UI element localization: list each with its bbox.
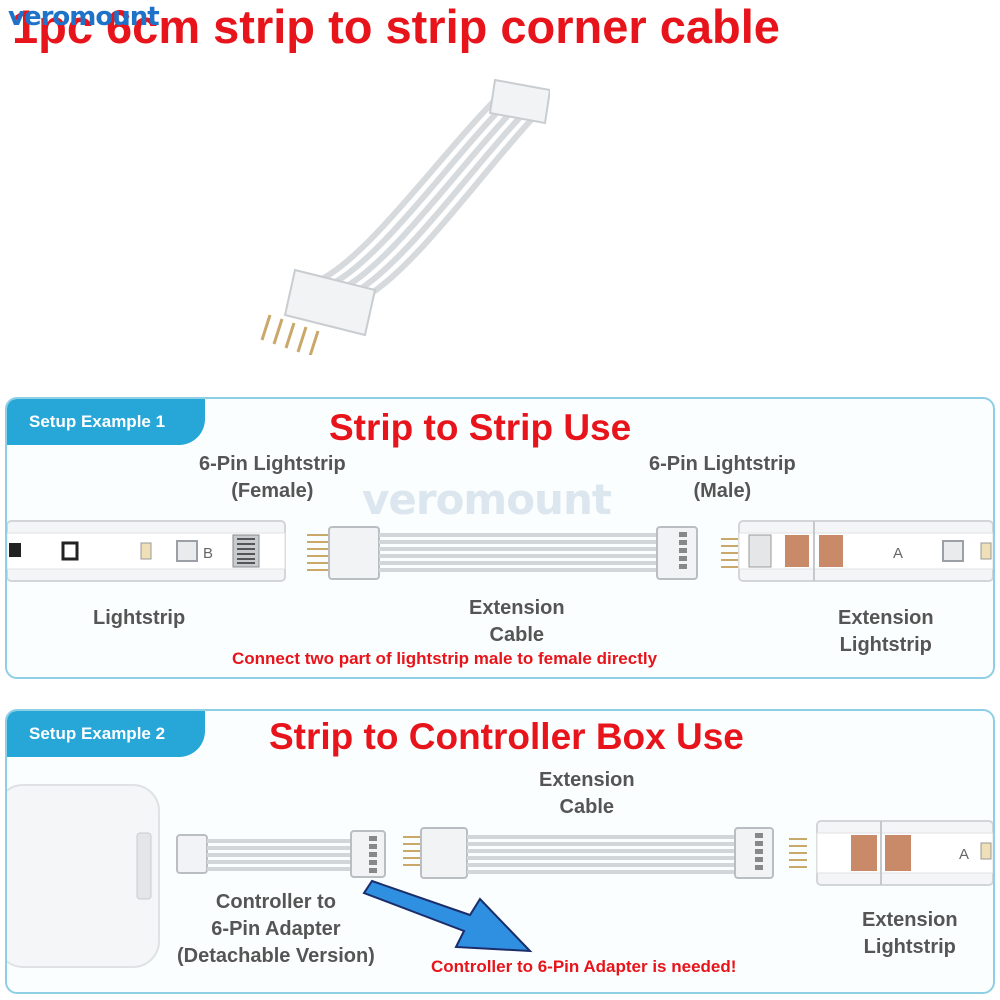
extension-lightstrip-label-2: Extension Lightstrip [862,909,958,958]
extension-lightstrip-2: A [789,820,993,886]
female-strip-label: 6-Pin Lightstrip (Female) [199,453,346,502]
extension-cable-label-2: Extension Cable [539,769,635,818]
strip-to-strip-title: Strip to Strip Use [329,407,632,448]
arrow-icon [362,879,533,953]
setup-example-1-tab: Setup Example 1 [7,399,205,445]
extension-cable-2 [403,827,774,879]
female-lightstrip: B [7,520,286,582]
adapter-needed-note: Controller to 6-Pin Adapter is needed! [431,957,737,976]
strip-marker-a: A [893,545,903,562]
extension-lightstrip-label: Extension Lightstrip [838,607,934,656]
lightstrip-label: Lightstrip [93,607,186,629]
corner-cable-image [260,78,550,355]
strip-marker-b: B [203,545,213,562]
adapter-label: Controller to 6-Pin Adapter (Detachable … [177,891,375,967]
male-lightstrip: A [721,520,993,582]
watermark: veromount [362,475,612,524]
extension-cable-label: Extension Cable [469,597,565,646]
controller-box [7,784,160,968]
male-strip-label: 6-Pin Lightstrip (Male) [649,453,796,502]
page-title: 1pc 6cm strip to strip corner cable [12,0,780,53]
setup-example-2: Setup Example 2 Strip to Controller Box … [5,709,995,994]
setup-example-2-tab: Setup Example 2 [7,711,205,757]
extension-cable [307,526,698,580]
brand-logo: veromount [8,2,160,32]
setup-example-1: Setup Example 1 Strip to Strip Use verom… [5,397,995,679]
strip-marker-a-2: A [959,846,969,863]
strip-to-strip-note: Connect two part of lightstrip male to f… [232,649,658,668]
controller-adapter-cable [176,830,386,878]
strip-to-controller-title: Strip to Controller Box Use [269,716,744,757]
